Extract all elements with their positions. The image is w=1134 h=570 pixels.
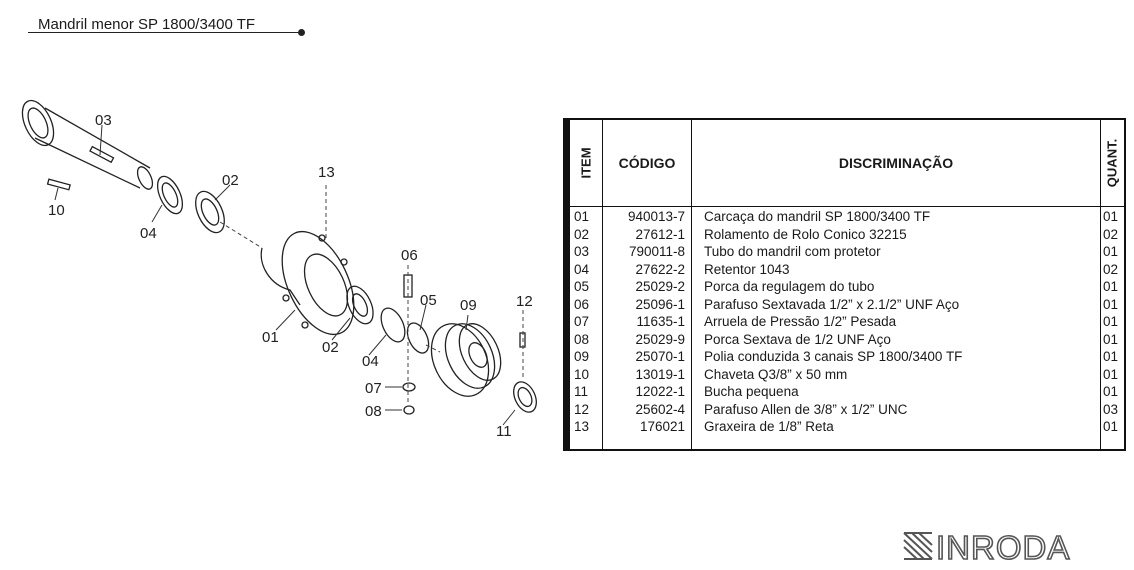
- row-code: 25070-1: [635, 349, 685, 364]
- row-qty: 02: [1103, 261, 1119, 277]
- column-divider: [570, 207, 603, 449]
- callout-08: 08: [365, 403, 382, 420]
- row-description: Bucha pequena: [704, 384, 799, 399]
- row-code: 25096-1: [635, 296, 685, 312]
- row-description: Porca Sextava de 1/2 UNF Aço: [704, 331, 891, 347]
- row-qty: 01: [1103, 296, 1119, 312]
- row-code: 790011-8: [628, 244, 685, 259]
- row-code: 11635-1: [636, 314, 685, 329]
- row-item: 09: [574, 349, 590, 364]
- header-code: CÓDIGO: [618, 155, 676, 171]
- row-code: 27622-2: [635, 261, 685, 277]
- row-code: 940013-7: [627, 209, 685, 224]
- row-code: 25029-2: [635, 279, 685, 294]
- row-code: 176021: [639, 419, 685, 434]
- table-row: 12 25602-4 Parafuso Allen de 3/8” x 1/2” U…: [570, 401, 1124, 419]
- column-divider: [603, 207, 692, 449]
- table-row: 08 25029-9 Porca Sextava de 1/2 UNF Aço 01: [570, 331, 1124, 349]
- callout-01: 01: [262, 329, 279, 346]
- row-code: 25029-9: [635, 331, 685, 347]
- row-qty: 01: [1103, 279, 1119, 294]
- row-qty: 01: [1103, 349, 1119, 364]
- callout-12: 12: [516, 293, 533, 310]
- callout-05: 05: [420, 292, 437, 309]
- row-code: 13019-1: [635, 366, 685, 382]
- row-qty: 01: [1103, 366, 1119, 382]
- table-row: 13 176021 Graxeira de 1/8” Reta 01: [570, 418, 1124, 436]
- row-qty: 01: [1103, 331, 1119, 347]
- row-item: 10: [574, 366, 590, 382]
- row-description: Arruela de Pressão 1/2” Pesada: [704, 314, 897, 329]
- callout-11: 11: [496, 423, 512, 440]
- header-qty: QUANT.: [1104, 138, 1120, 188]
- row-item: 11: [574, 384, 589, 399]
- row-qty: 01: [1103, 209, 1119, 224]
- callout-13: 13: [318, 164, 335, 181]
- parts-table: ITEM CÓDIGO DISCRIMINAÇÃO QUANT. 01 94001…: [563, 118, 1126, 451]
- callout-07: 07: [365, 380, 382, 397]
- row-qty: 01: [1103, 244, 1119, 259]
- row-item: 06: [574, 296, 590, 312]
- callout-02b: 02: [322, 339, 339, 356]
- callout-06: 06: [401, 247, 418, 264]
- header-item: ITEM: [578, 147, 594, 179]
- row-description: Graxeira de 1/8” Reta: [704, 419, 834, 434]
- row-description: Tubo do mandril com protetor: [704, 244, 881, 259]
- table-row: 03 790011-8 Tubo do mandril com protetor 01: [570, 243, 1124, 261]
- row-qty: 01: [1103, 314, 1119, 329]
- row-item: 07: [574, 314, 590, 329]
- table-row: 06 25096-1 Parafuso Sextavada 1/2” x 2.1/2…: [570, 296, 1124, 314]
- inroda-logo: INRODA: [903, 530, 1070, 562]
- row-description: Parafuso Allen de 3/8” x 1/2” UNC: [704, 401, 908, 417]
- page-title: Mandril menor SP 1800/3400 TF: [38, 16, 256, 33]
- table-row: 01 940013-7 Carcaça do mandril SP 1800/340…: [570, 208, 1124, 226]
- row-description: Polia conduzida 3 canais SP 1800/3400 TF: [704, 349, 963, 364]
- row-description: Retentor 1043: [704, 261, 790, 277]
- row-description: Chaveta Q3/8” x 50 mm: [704, 366, 848, 382]
- callout-03: 03: [95, 112, 112, 129]
- row-item: 13: [574, 419, 590, 434]
- row-item: 05: [574, 279, 590, 294]
- parts-table-body: 01 940013-7 Carcaça do mandril SP 1800/340…: [570, 208, 1124, 436]
- row-qty: 02: [1103, 226, 1119, 242]
- brand-name: INRODA: [936, 530, 1070, 562]
- table-row: 02 27612-1 Rolamento de Rolo Conico 32215 0…: [570, 226, 1124, 244]
- title-underline: [28, 32, 302, 33]
- column-divider: [692, 207, 1101, 449]
- row-item: 01: [574, 209, 590, 224]
- title-underline-dot: [298, 29, 305, 36]
- header-description: DISCRIMINAÇÃO: [838, 155, 954, 171]
- row-item: 12: [574, 401, 590, 417]
- parts-table-header: ITEM CÓDIGO DISCRIMINAÇÃO QUANT.: [570, 120, 1124, 207]
- row-code: 25602-4: [635, 401, 685, 417]
- exploded-view-diagram: 03 10 02 04 13 06 05 09 12 01 02 04 07 0…: [21, 99, 537, 440]
- row-description: Carcaça do mandril SP 1800/3400 TF: [704, 209, 931, 224]
- row-code: 12022-1: [635, 384, 685, 399]
- row-qty: 03: [1103, 401, 1119, 417]
- table-row: 07 11635-1 Arruela de Pressão 1/2” Pesada 0…: [570, 313, 1124, 331]
- row-code: 27612-1: [635, 226, 685, 242]
- table-row: 04 27622-2 Retentor 1043 02: [570, 261, 1124, 279]
- row-item: 02: [574, 226, 590, 242]
- row-description: Parafuso Sextavada 1/2” x 2.1/2” UNF Aço: [704, 296, 960, 312]
- table-row: 09 25070-1 Polia conduzida 3 canais SP 180…: [570, 348, 1124, 366]
- row-qty: 01: [1103, 419, 1119, 434]
- row-description: Porca da regulagem do tubo: [704, 279, 875, 294]
- row-item: 04: [574, 261, 590, 277]
- row-item: 08: [574, 331, 590, 347]
- row-item: 03: [574, 244, 590, 259]
- row-qty: 01: [1103, 384, 1119, 399]
- callout-09: 09: [460, 297, 477, 314]
- callout-02: 02: [222, 172, 239, 189]
- callout-10: 10: [48, 202, 65, 219]
- table-row: 05 25029-2 Porca da regulagem do tubo 01: [570, 278, 1124, 296]
- row-description: Rolamento de Rolo Conico 32215: [704, 226, 907, 242]
- table-row: 10 13019-1 Chaveta Q3/8” x 50 mm 01: [570, 366, 1124, 384]
- table-row: 11 12022-1 Bucha pequena 01: [570, 383, 1124, 401]
- callout-04b: 04: [362, 353, 379, 370]
- callout-04: 04: [140, 225, 157, 242]
